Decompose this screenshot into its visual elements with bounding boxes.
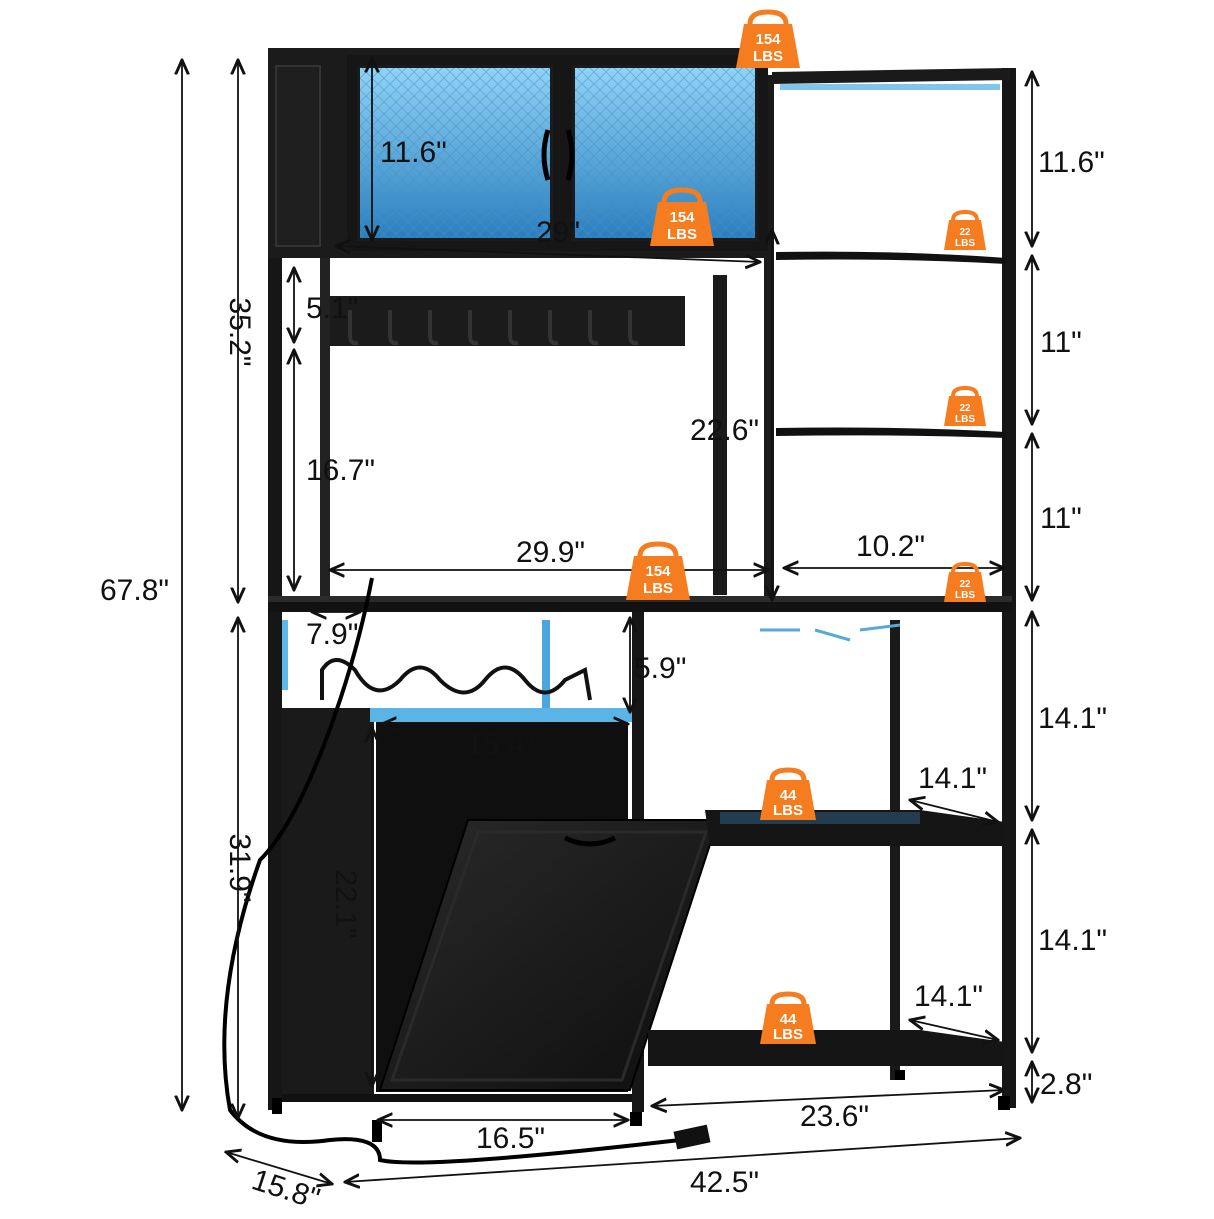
label-hook-rail-height: 5.1" xyxy=(306,292,358,325)
label-right-bottom: 2.8" xyxy=(1040,1068,1092,1101)
weight-badge-icon: 44 LBS xyxy=(760,767,816,820)
badge-unit: LBS xyxy=(955,590,975,601)
lower-shelf-2 xyxy=(648,1030,1005,1066)
hamper-door xyxy=(378,819,720,1091)
label-side-shelf-width: 10.2" xyxy=(856,530,925,563)
countertop xyxy=(268,600,1012,612)
label-cabinet-height: 11.6" xyxy=(380,136,447,169)
badge-value: 22 xyxy=(959,403,971,414)
badge-value: 154 xyxy=(669,209,695,226)
label-wine-rack-height: 5.9" xyxy=(634,652,686,685)
label-hamper-width: 15.4" xyxy=(466,728,535,761)
label-shelf-depth-2: 14.1" xyxy=(914,980,983,1013)
weight-badges: 154 LBS 154 LBS 154 LBS 22 LBS 22 LBS xyxy=(626,9,986,1044)
label-side-shelf-height: 22.6" xyxy=(690,414,759,447)
right-shelf-2 xyxy=(776,427,1006,438)
right-front-post xyxy=(1002,68,1016,1108)
leg-3 xyxy=(630,1112,642,1126)
cabinet-mesh-left xyxy=(360,68,550,238)
badge-unit: LBS xyxy=(667,226,697,243)
lower-shelf-1-led xyxy=(720,812,920,824)
label-cabinet-width: 29" xyxy=(536,216,580,249)
bar-cabinet xyxy=(222,48,1016,1165)
hamper-handle xyxy=(563,835,617,847)
badge-value: 44 xyxy=(780,787,797,804)
badge-value: 22 xyxy=(959,227,971,238)
hamper-door-inner xyxy=(389,830,709,1082)
badge-unit: LBS xyxy=(773,1026,803,1043)
badge-value: 44 xyxy=(780,1011,797,1028)
label-lower-height: 31.9" xyxy=(223,833,256,902)
hamper-cabinet-side xyxy=(282,708,374,1098)
stemware-rack xyxy=(760,623,901,642)
weight-badge-icon: 22 LBS xyxy=(944,385,986,426)
weight-badge-icon: 154 LBS xyxy=(626,541,690,600)
left-back-post xyxy=(320,55,330,600)
label-right-mid2: 11" xyxy=(1040,502,1082,535)
label-counter-depth: 7.9" xyxy=(306,618,358,651)
right-shelf-1 xyxy=(776,251,1006,264)
badge-value: 154 xyxy=(645,563,671,580)
badge-unit: LBS xyxy=(773,802,803,819)
weight-badge-icon: 22 LBS xyxy=(944,209,986,250)
label-open-area-height: 16.7" xyxy=(306,454,375,487)
hamper-top-shelf xyxy=(370,708,632,722)
label-shelf-depth-1: 14.1" xyxy=(918,762,987,795)
weight-badge-icon: 44 LBS xyxy=(760,991,816,1044)
hooks xyxy=(348,310,639,346)
label-hamper-base: 16.5" xyxy=(476,1122,545,1155)
dimension-labels: 67.8" 35.2" 31.9" 11.6" 29" 5.1" 16.7" 2… xyxy=(100,136,1107,1216)
lower-led-strip xyxy=(282,620,288,690)
label-right-lower1: 14.1" xyxy=(1038,702,1107,735)
cabinet-handle-right xyxy=(565,129,575,181)
cabinet-handle-left xyxy=(541,129,551,181)
label-counter-width: 29.9" xyxy=(516,536,585,569)
weight-badge-icon: 154 LBS xyxy=(736,9,800,68)
weight-badge-icon: 22 LBS xyxy=(944,561,986,602)
lower-rail xyxy=(282,1094,632,1102)
weight-badge-icon: 154 LBS xyxy=(650,187,714,246)
right-top-shelf xyxy=(772,68,1010,84)
badge-value: 154 xyxy=(755,31,781,48)
wine-rack xyxy=(320,658,592,701)
leg-2 xyxy=(372,1120,382,1142)
label-total-width: 42.5" xyxy=(690,1166,759,1199)
badge-unit: LBS xyxy=(643,580,673,597)
badge-unit: LBS xyxy=(753,48,783,65)
leg-4 xyxy=(998,1096,1010,1110)
label-upper-height: 35.2" xyxy=(223,297,256,366)
upper-back-post xyxy=(713,275,727,595)
right-back-post xyxy=(890,620,900,1080)
label-right-lower2: 14.1" xyxy=(1038,924,1107,957)
right-top-led xyxy=(780,84,1000,90)
badge-unit: LBS xyxy=(955,238,975,249)
leg-1 xyxy=(272,1098,282,1114)
badge-unit: LBS xyxy=(955,414,975,425)
lower-led-right xyxy=(542,620,550,710)
cabinet-side-panel xyxy=(275,65,321,247)
label-right-base: 23.6" xyxy=(800,1100,869,1133)
badge-value: 22 xyxy=(959,579,971,590)
label-right-mid1: 11" xyxy=(1040,326,1082,359)
leg-5 xyxy=(895,1070,905,1080)
label-right-top: 11.6" xyxy=(1038,146,1105,179)
label-total-height: 67.8" xyxy=(100,574,169,607)
label-hamper-height: 22.1" xyxy=(329,869,362,938)
power-plug xyxy=(673,1124,711,1150)
dimension-lines xyxy=(182,58,1032,1184)
